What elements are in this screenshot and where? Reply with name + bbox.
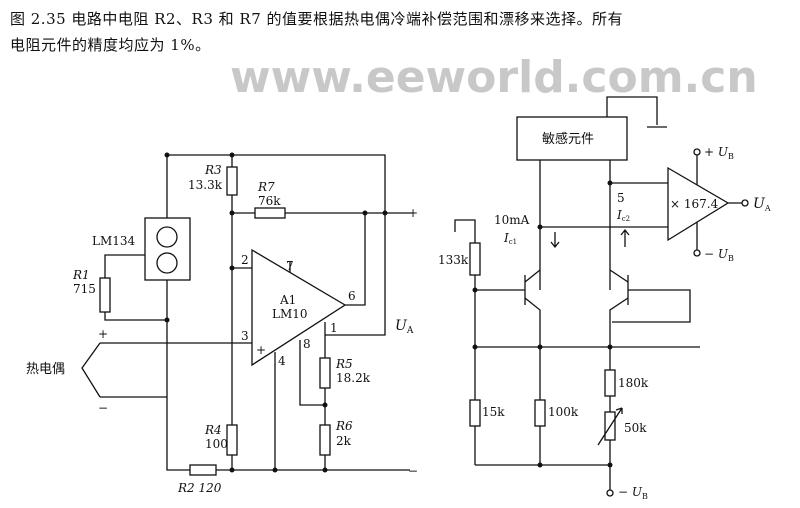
junction-dots [164, 152, 388, 473]
pin-3: 3 [241, 329, 249, 343]
watermark: www.eeworld.com.cn [230, 52, 758, 103]
pin-2: 2 [241, 253, 249, 267]
resistor-100k [534, 399, 546, 427]
opamp-name: A1 [279, 293, 296, 307]
thermocouple-symbol [81, 342, 101, 398]
resistor-r1 [99, 277, 111, 313]
label-ua: UA [395, 318, 414, 336]
pin-8: 8 [303, 337, 311, 351]
label-r7-value: 76k [258, 194, 281, 208]
label-r2: R2 120 [177, 481, 222, 495]
output-plus: + [408, 206, 418, 220]
terminal-neg-supply [693, 249, 701, 257]
label-180k: 180k [618, 376, 649, 390]
pin-1: 1 [330, 321, 338, 335]
caption-line-2: 电阻元件的精度均应为 1%。 [10, 36, 211, 54]
label-r5-value: 18.2k [336, 371, 371, 385]
label-ic2: Ic2 [616, 208, 630, 223]
label-pos-supply: + UB [704, 145, 734, 161]
opamp-plus: + [256, 343, 266, 357]
thermocouple-minus: − [98, 401, 108, 415]
label-50k: 50k [624, 421, 647, 435]
label-r6-value: 2k [336, 434, 352, 448]
resistor-r3 [226, 166, 238, 196]
pin-4: 4 [278, 354, 286, 368]
label-r1-value: 715 [73, 282, 96, 296]
label-r6: R6 [335, 419, 353, 433]
left-circuit: R3 13.3k R7 76k LM134 R1 715 热电偶 + − + −… [26, 152, 418, 495]
label-r1: R1 [72, 268, 90, 282]
output-minus: − [408, 464, 418, 478]
sensor-box [516, 116, 628, 161]
label-15k: 15k [482, 405, 505, 419]
label-r3: R3 [204, 163, 222, 177]
lm134-circle [156, 226, 178, 248]
opamp-a1 [251, 248, 347, 367]
thermocouple-plus: + [98, 327, 108, 341]
resistor-180k [604, 369, 616, 397]
junction-dots [472, 180, 613, 468]
lm134-circle [156, 252, 178, 274]
pot-arrow [597, 407, 623, 446]
pin-7: 7 [286, 259, 294, 273]
label-bottom-supply: − UB [618, 485, 648, 501]
label-r4-value: 100 [205, 437, 228, 451]
label-100k: 100k [548, 405, 579, 419]
label-pin5: 5 [617, 191, 625, 205]
label-r3-value: 13.3k [188, 178, 223, 192]
label-sensor: 敏感元件 [542, 131, 594, 147]
resistor-r5 [319, 357, 331, 389]
label-output: UA [753, 196, 771, 213]
resistor-r7 [254, 207, 286, 219]
resistor-r2 [189, 464, 217, 476]
label-r4: R4 [204, 423, 222, 437]
label-neg-supply: − UB [704, 247, 734, 263]
label-r7: R7 [257, 180, 275, 194]
label-r5: R5 [335, 357, 353, 371]
right-circuit: 敏感元件 × 167.4 + UB − UB UA 10mA Ic1 5 Ic2… [438, 96, 771, 501]
resistor-15k [469, 399, 481, 427]
lm134-box [144, 217, 191, 281]
label-gain: × 167.4 [670, 197, 719, 211]
resistor-r6 [319, 424, 331, 456]
resistor-133k [469, 242, 481, 276]
opamp-model: LM10 [272, 307, 308, 321]
label-ic1: Ic1 [503, 231, 517, 246]
caption-line-1: 图 2.35 电路中电阻 R2、R3 和 R7 的值要根据热电偶冷端补偿范围和漂… [10, 10, 624, 28]
terminal-bottom-supply [606, 489, 614, 497]
current-arrows [550, 228, 630, 249]
pin-6: 6 [348, 289, 356, 303]
label-lm134: LM134 [92, 234, 136, 248]
label-133k: 133k [438, 253, 469, 267]
terminal-output [741, 199, 749, 207]
amplifier [667, 166, 730, 242]
terminal-pos-supply [693, 148, 701, 156]
label-thermocouple: 热电偶 [26, 362, 65, 377]
label-current: 10mA [494, 213, 530, 227]
resistor-r4 [226, 424, 238, 456]
